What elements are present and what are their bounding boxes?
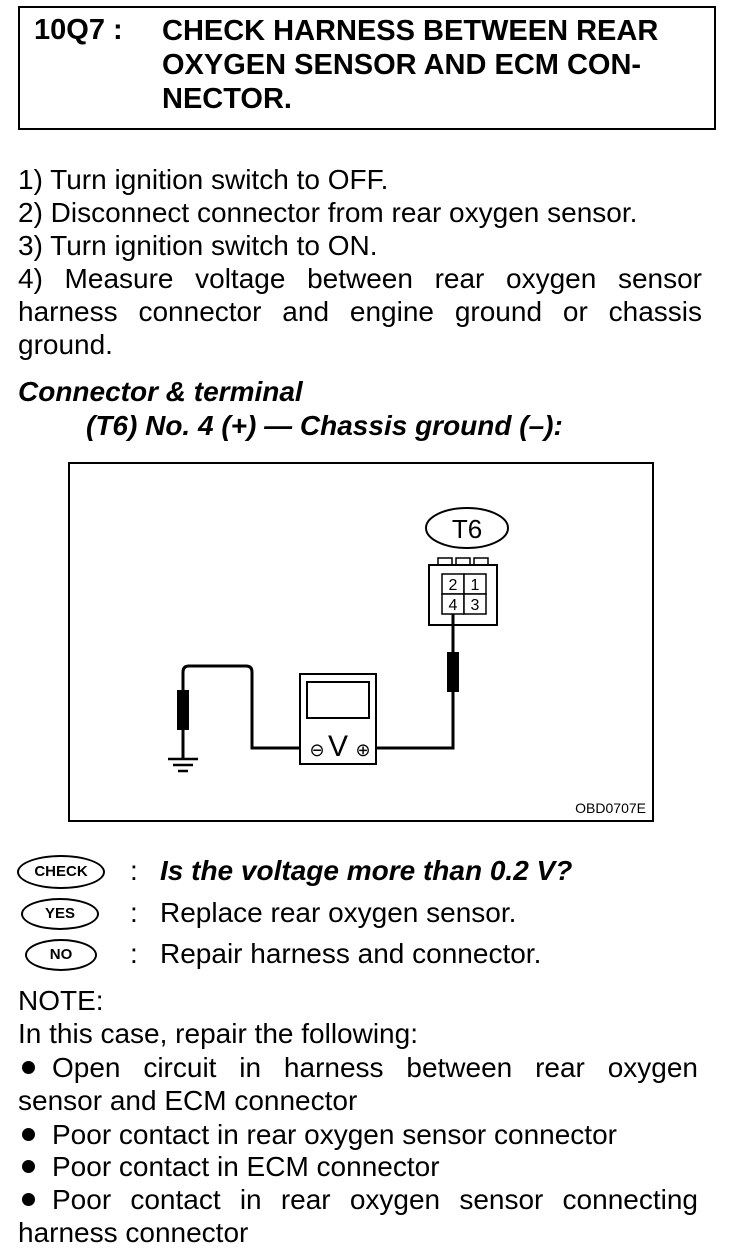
check-separator: :: [130, 855, 138, 886]
note-bullet-3: Poor contact in ECM connector: [52, 1151, 440, 1182]
voltmeter: ⊖ V ⊕: [299, 673, 377, 765]
note-intro: In this case, repair the following:: [18, 1018, 418, 1049]
figure-code: OBD0707E: [575, 800, 646, 816]
no-badge: NO: [25, 939, 97, 971]
terminal-2: 2: [449, 577, 458, 594]
negative-probe: [177, 664, 302, 759]
connector-label-oval: T6: [425, 507, 509, 549]
meter-symbol: V: [328, 730, 348, 763]
ground-icon: [168, 757, 198, 773]
yes-badge: YES: [21, 898, 99, 930]
bullet-icon: [22, 1160, 35, 1173]
meter-minus-terminal: ⊖: [309, 740, 324, 761]
bullet-icon: [22, 1061, 35, 1074]
terminal-3: 3: [471, 597, 480, 614]
positive-probe: [370, 614, 459, 750]
t6-connector: 2 1 4 3: [428, 557, 498, 626]
meter-plus-terminal: ⊕: [355, 740, 370, 761]
wiring-diagram: T6 2 1 4 3: [168, 507, 646, 816]
procedure-step-1: 1) Turn ignition switch to OFF.: [18, 164, 389, 195]
bullet-icon: [22, 1128, 35, 1141]
note-bullet-2: Poor contact in rear oxygen sensor conne…: [52, 1119, 617, 1150]
no-action: Repair harness and connector.: [160, 938, 542, 969]
step-number: 10Q7 :: [34, 14, 123, 46]
yes-separator: :: [130, 897, 138, 928]
procedure-step-3: 3) Turn ignition switch to ON.: [18, 230, 378, 261]
note-bullet-1: Open circuit in harness between rear oxy…: [18, 1052, 698, 1116]
connector-label: T6: [452, 514, 482, 544]
connector-spec: (T6) No. 4 (+) — Chassis ground (–):: [86, 410, 563, 441]
step-title: CHECK HARNESS BETWEEN REAR OXYGEN SENSOR…: [162, 15, 659, 115]
procedure-step-2: 2) Disconnect connector from rear oxygen…: [18, 197, 638, 228]
yes-action: Replace rear oxygen sensor.: [160, 897, 517, 928]
step-title-box: 10Q7 : CHECK HARNESS BETWEEN REAR OXYGEN…: [18, 6, 716, 130]
note-heading: NOTE:: [18, 985, 104, 1016]
check-badge: CHECK: [17, 855, 105, 889]
terminal-4: 4: [449, 597, 458, 614]
bullet-icon: [22, 1193, 35, 1206]
connector-heading: Connector & terminal: [18, 376, 303, 407]
note-bullet-4: Poor contact in rear oxygen sensor conne…: [18, 1184, 698, 1248]
terminal-1: 1: [471, 577, 480, 594]
procedure-step-4: 4) Measure voltage between rear oxygen s…: [18, 263, 702, 360]
wiring-figure: T6 2 1 4 3: [68, 462, 654, 822]
no-separator: :: [130, 938, 138, 969]
check-question: Is the voltage more than 0.2 V?: [160, 855, 573, 886]
